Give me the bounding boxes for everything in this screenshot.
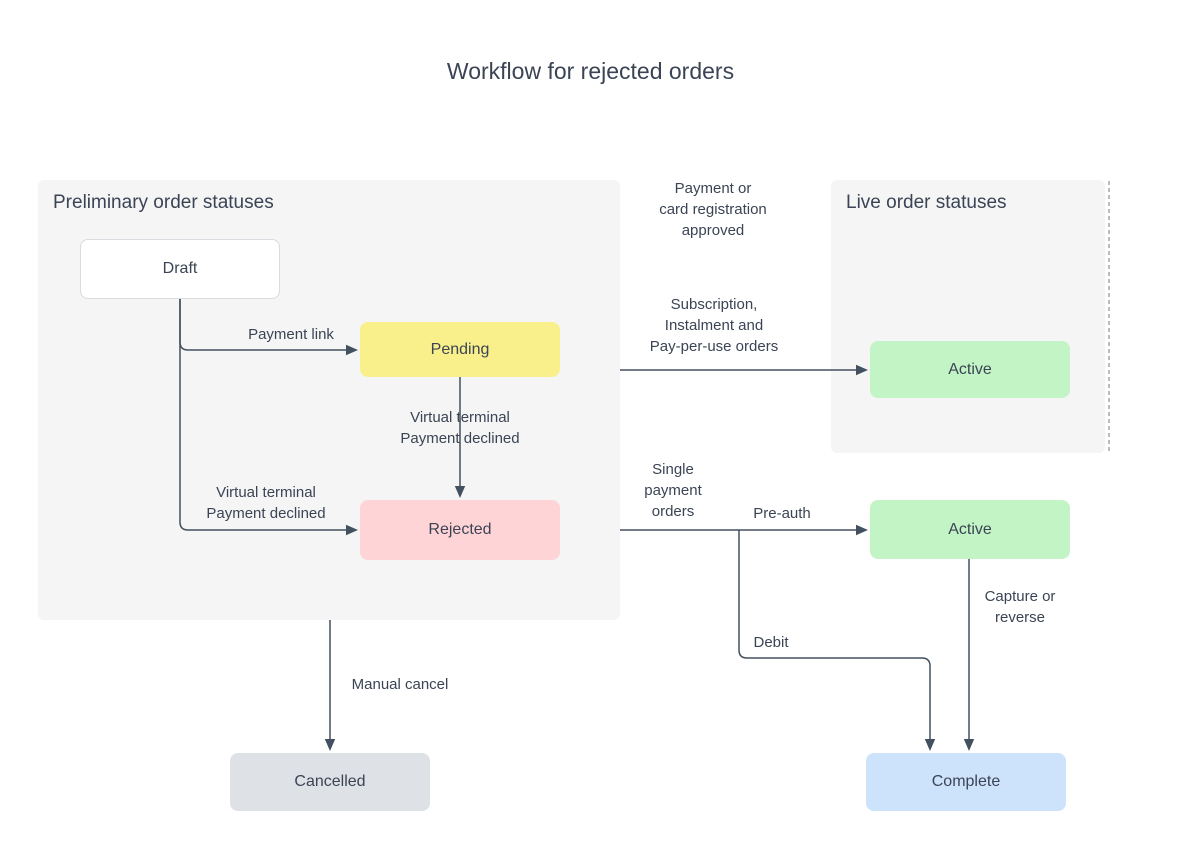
preliminary-container-label: Preliminary order statuses bbox=[53, 192, 274, 213]
edge-label-payment-link: Payment link bbox=[248, 326, 334, 343]
arrowhead-debit-into-complete bbox=[924, 739, 936, 751]
live-container-label: Live order statuses bbox=[846, 192, 1007, 213]
node-cancelled-label: Cancelled bbox=[294, 773, 366, 790]
node-draft-label: Draft bbox=[162, 260, 198, 277]
edge-label-subscription-orders: Subscription, Instalment and Pay-per-use… bbox=[649, 296, 779, 355]
edge-label-pre-auth: Pre-auth bbox=[753, 505, 811, 522]
edge-label-virtual-terminal-from-pending: Virtual terminal Payment declined bbox=[400, 409, 520, 447]
node-complete-label: Complete bbox=[931, 773, 1001, 790]
node-active-subscription-label: Active bbox=[948, 360, 992, 378]
node-complete: Complete bbox=[866, 753, 1066, 811]
diagram-title: Workflow for rejected orders bbox=[446, 58, 735, 84]
node-cancelled: Cancelled bbox=[230, 753, 430, 811]
node-pending-label: Pending bbox=[430, 340, 490, 358]
edge-label-manual-cancel: Manual cancel bbox=[351, 676, 449, 693]
arrowhead-into-cancelled bbox=[324, 739, 336, 751]
node-rejected: Rejected bbox=[360, 500, 560, 560]
live-statuses-container: Live order statuses bbox=[831, 180, 1105, 453]
edge-label-capture-or-reverse: Capture or reverse bbox=[984, 588, 1056, 626]
edge-rejected-to-active-single bbox=[620, 524, 868, 536]
node-pending: Pending bbox=[360, 322, 560, 377]
node-rejected-label: Rejected bbox=[428, 521, 492, 538]
arrowhead-into-active-single bbox=[856, 524, 868, 536]
edge-label-virtual-terminal-from-draft: Virtual terminal Payment declined bbox=[206, 484, 326, 522]
edge-label-payment-approved: Payment or card registration approved bbox=[659, 180, 767, 239]
edge-label-debit: Debit bbox=[753, 634, 789, 651]
node-active-single: Active bbox=[870, 500, 1070, 559]
node-active-single-label: Active bbox=[948, 520, 992, 538]
node-active-subscription: Active bbox=[870, 341, 1070, 398]
edge-prelim-to-cancelled bbox=[324, 620, 336, 751]
edge-label-single-payment-orders: Single payment orders bbox=[644, 461, 702, 520]
edge-active-single-to-complete bbox=[963, 559, 975, 751]
arrowhead-capture-into-complete bbox=[963, 739, 975, 751]
node-draft: Draft bbox=[80, 239, 280, 299]
